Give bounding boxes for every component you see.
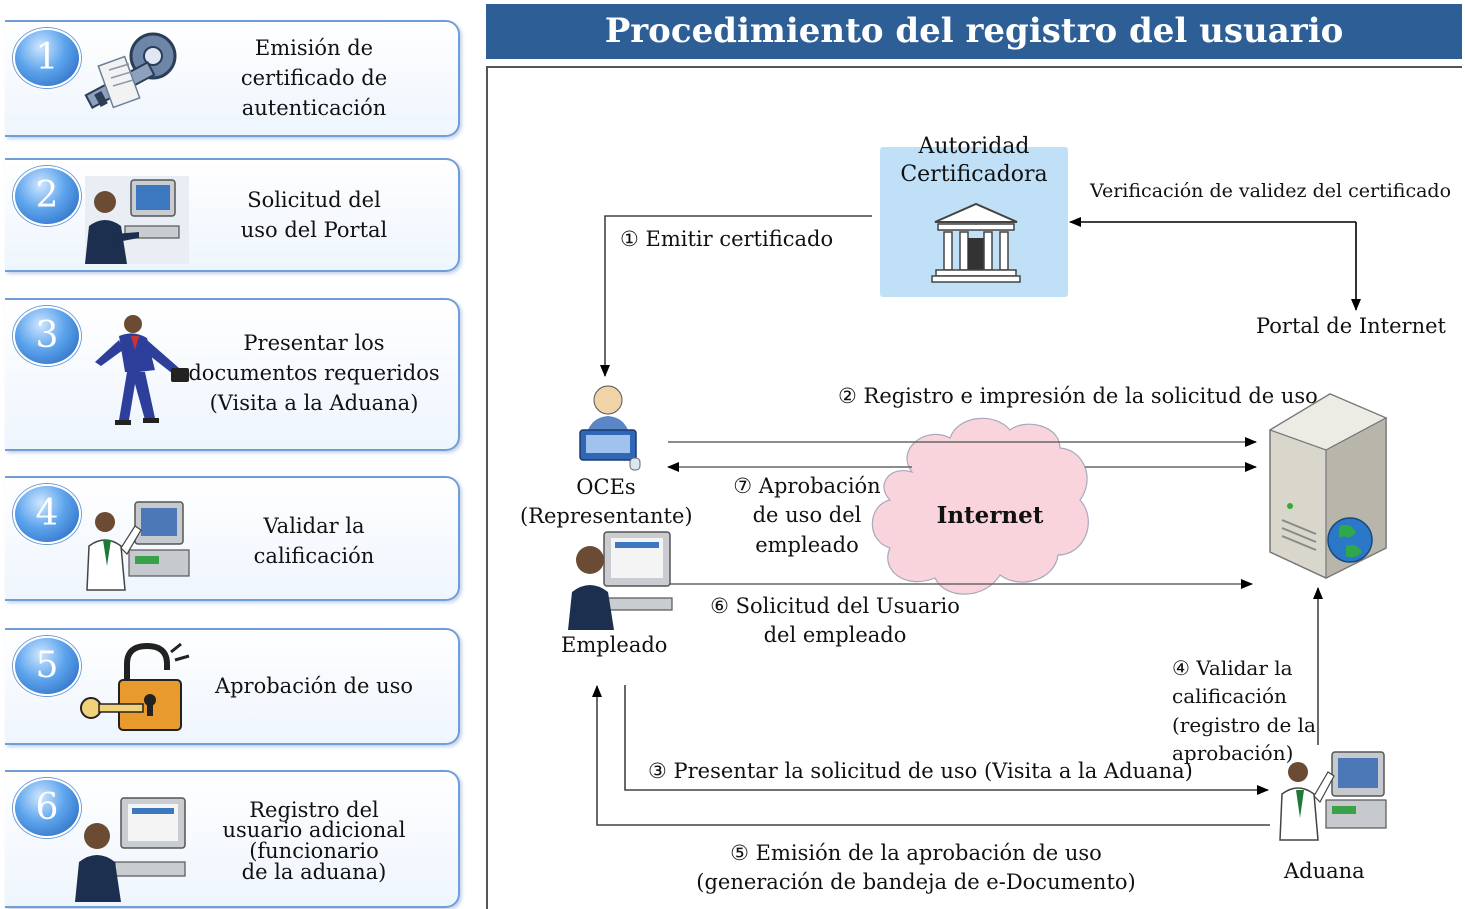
user-request-label: ⑥ Solicitud del Usuario del empleado <box>710 594 960 648</box>
emission-arrow <box>592 685 1270 826</box>
operator-computer-icon <box>86 501 190 591</box>
present-request-arrow <box>624 685 1269 795</box>
verification-label: Verificación de validez del certificado <box>1090 180 1452 202</box>
step-number-badge: 5 <box>13 636 81 696</box>
customs-officer-icon <box>1279 751 1387 841</box>
computer-user-icon <box>85 176 189 264</box>
step-card-2: 2 Solicitud del uso del Portal <box>5 158 460 272</box>
register-label: ② Registro e impresión de la solicitud d… <box>838 384 1318 408</box>
internet-cloud <box>871 417 1089 595</box>
step-card-4: 4 Validar la calificación <box>5 476 460 601</box>
representative-icon <box>579 385 641 471</box>
step-label: Solicitud del uso del Portal <box>240 188 388 242</box>
validate-label: ④ Validar la calificación (registro de l… <box>1172 656 1316 766</box>
emit-certificate-arrow <box>600 215 872 377</box>
employee-icon <box>568 531 673 630</box>
step-card-1: 1 Emisión de certificado de autenticació… <box>5 20 460 137</box>
approval-employee-label: ⑦ Aprobación de uso del empleado <box>733 474 881 557</box>
emission-label: ⑤ Emisión de la aprobación de uso (gener… <box>696 841 1136 895</box>
present-request-label: ③ Presentar la solicitud de uso (Visita … <box>648 759 1193 783</box>
key-certificate-icon <box>84 32 177 109</box>
internet-label: Internet <box>936 502 1044 529</box>
step-card-5: 5 Aprobación de uso <box>5 628 460 745</box>
step-label: Aprobación de uso <box>214 674 414 699</box>
step-number-badge: 2 <box>13 166 81 226</box>
step-number-badge: 6 <box>13 778 81 838</box>
diagram-title: Procedimiento del registro del usuario <box>486 4 1462 59</box>
step-number-badge: 4 <box>13 484 81 544</box>
step-number-badge: 1 <box>13 28 81 88</box>
step-label: Registro del usuario adicional (funciona… <box>222 797 406 884</box>
step-card-6: 6 Registro del usuario adicional (funcio… <box>5 770 460 908</box>
oces-label: OCEs (Representante) <box>520 475 693 529</box>
emit-certificate-label: ① Emitir certificado <box>620 227 834 251</box>
certificate-authority-label: Autoridad Certificadora <box>900 134 1048 188</box>
step-number-badge: 3 <box>13 306 81 366</box>
employee-label: Empleado <box>561 633 668 657</box>
aduana-label: Aduana <box>1284 859 1365 883</box>
step-label: Validar la calificación <box>253 514 375 568</box>
portal-label: Portal de Internet <box>1256 314 1446 338</box>
computer-user-icon <box>75 797 186 902</box>
bank-icon <box>931 202 1021 283</box>
globe-icon <box>1327 517 1373 563</box>
businessman-walking-icon <box>95 315 189 425</box>
diagram-panel <box>486 66 1462 909</box>
step-card-3: 3 Presentar los documentos requeridos (V… <box>5 298 460 451</box>
padlock-key-icon <box>80 642 190 731</box>
step-label: Emisión de certificado de autenticación <box>240 36 388 120</box>
step-label: Presentar los documentos requeridos (Vis… <box>188 331 440 415</box>
